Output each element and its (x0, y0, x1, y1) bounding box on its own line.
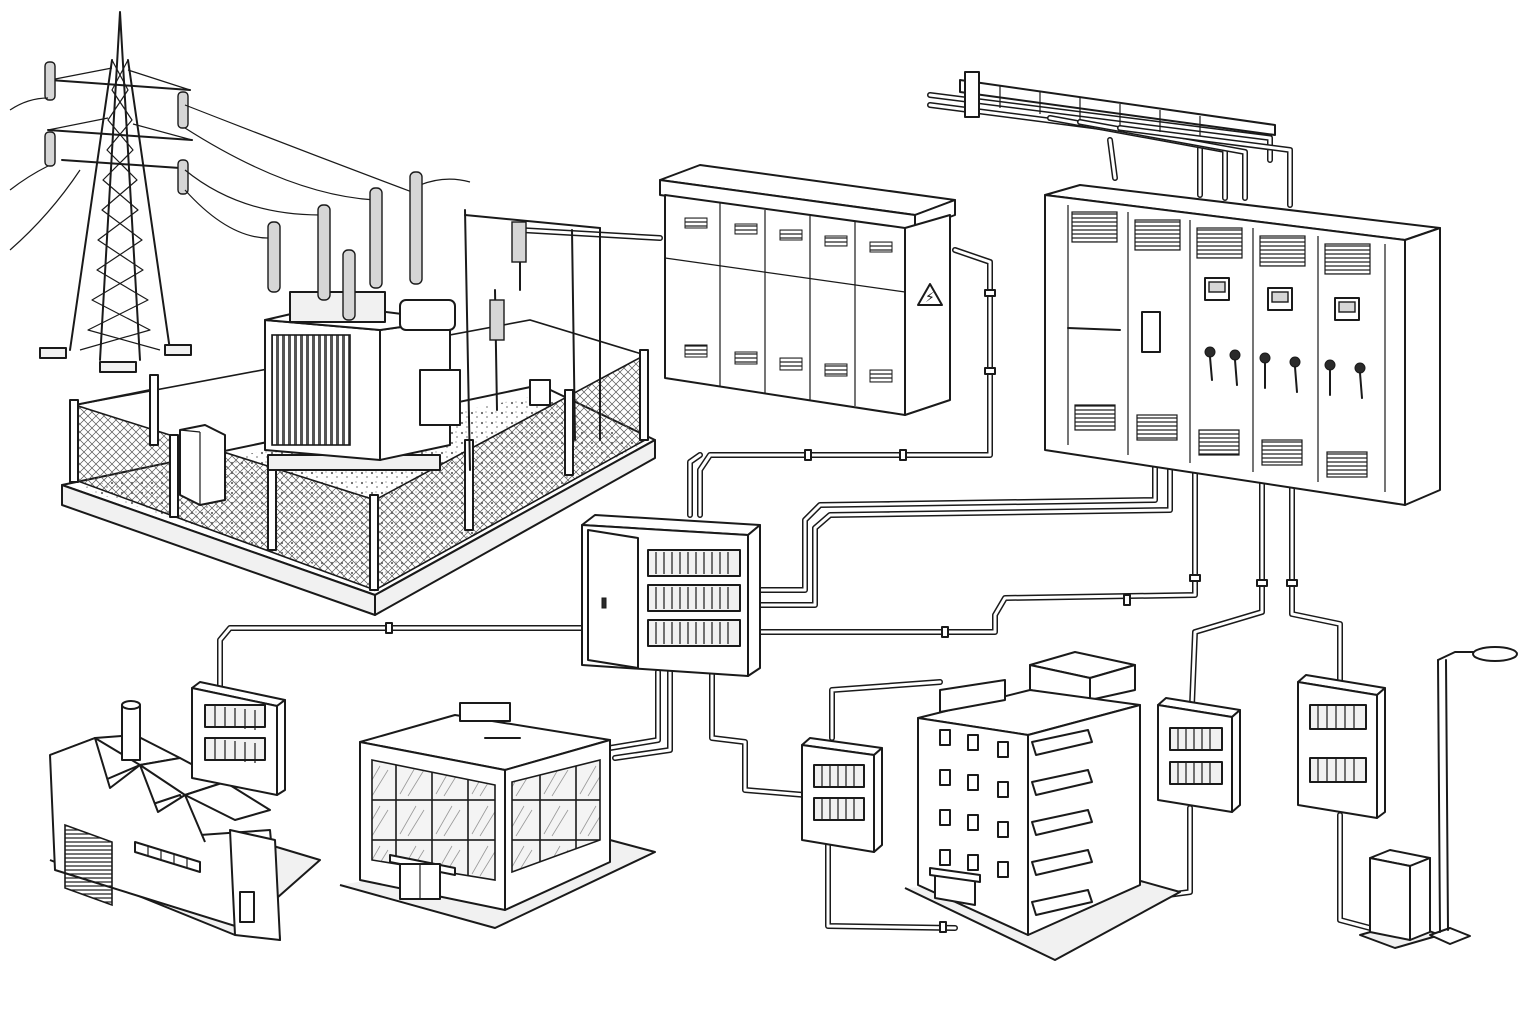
lamp-distribution-board (1297, 674, 1386, 819)
disconnect-switches (464, 209, 601, 471)
power-transformer (264, 291, 461, 471)
tower-insulators (44, 61, 189, 195)
warning-symbol-text: ⚡ (925, 290, 935, 306)
substation (61, 171, 656, 616)
conduit-main-switchboard-to-lamp-board (1289, 482, 1343, 683)
street-lamp-icon (1429, 646, 1518, 945)
overhead-lines (9, 97, 471, 251)
high-voltage-warning-icon: ⚡ (917, 283, 943, 306)
apartment-building (904, 651, 1181, 961)
conduit-network (217, 92, 1373, 933)
apartment-distribution-board-right (1157, 697, 1241, 813)
conduit-cable-tray (927, 92, 1293, 208)
switchboard-panels (1067, 205, 1386, 492)
office-glass-facade (371, 758, 601, 881)
circuit-breaker-rows (647, 549, 741, 647)
compact-switchgear: ⚡ (659, 164, 956, 416)
apartment-distribution-board-left (801, 737, 883, 853)
transmission-tower (9, 11, 471, 373)
conduit-couplers (385, 289, 1298, 933)
factory-distribution-board (191, 681, 286, 796)
cable-tray (959, 71, 1276, 136)
lamp-cabinet (1359, 849, 1441, 949)
main-switchboard (1044, 184, 1441, 506)
conduit-lamp-feed (1337, 812, 1373, 931)
office-building (339, 702, 656, 929)
factory-garage-door (64, 823, 113, 907)
meter-display-icons (1204, 277, 1360, 321)
apartment-windows (939, 729, 1009, 878)
apartment-balconies (1031, 729, 1093, 916)
central-distribution-board (581, 514, 761, 677)
conduit-switchgear-to-central-board (687, 247, 993, 518)
factory (49, 700, 321, 941)
conduit-central-to-office (607, 669, 673, 761)
breaker-handle-icons (1067, 311, 1366, 399)
conduit-substation-to-switchgear (517, 227, 663, 241)
substation-control-cabinet (179, 424, 226, 506)
conduit-central-to-factory (217, 625, 585, 691)
conduit-main-switchboard-to-apartment-board (1189, 477, 1265, 708)
conduit-central-to-apartment-board (709, 669, 808, 798)
switchgear-doors (664, 203, 906, 406)
transformer-bushings (267, 171, 423, 321)
conduit-main-switchboard-to-central-board (757, 459, 1198, 635)
